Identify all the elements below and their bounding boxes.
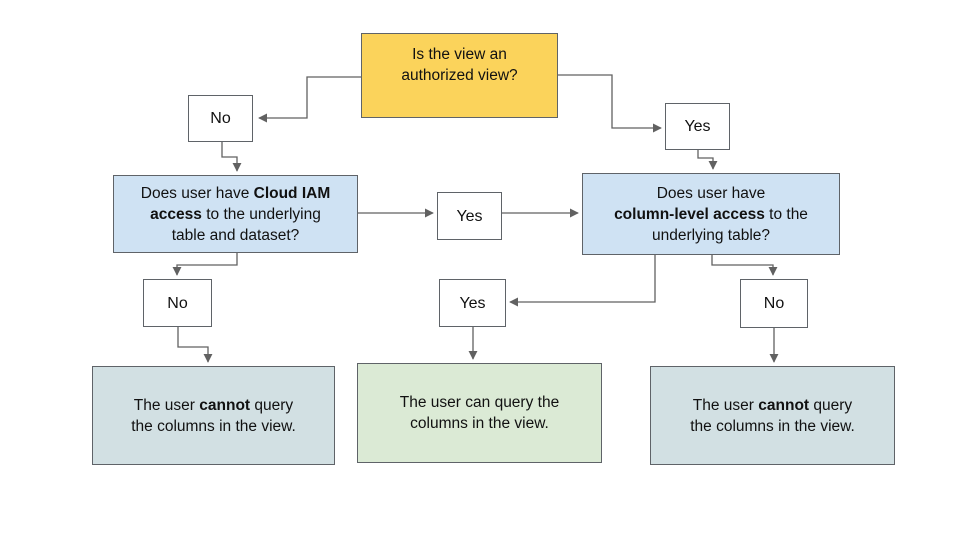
connector-column-question-to-yes-lower bbox=[509, 255, 656, 307]
connector-no-lower-left-to-result-left bbox=[177, 327, 213, 363]
no-top-label: No bbox=[210, 110, 231, 127]
node-no-lower-left: No bbox=[143, 279, 212, 327]
connector-root-to-yes-top bbox=[558, 74, 662, 133]
yes-top-label: Yes bbox=[684, 118, 711, 135]
connector-iam-question-to-no-lower-left bbox=[172, 253, 238, 276]
connector-yes-top-to-column-question bbox=[697, 150, 718, 170]
yes-mid-label: Yes bbox=[456, 207, 483, 225]
no-lower-left-label: No bbox=[167, 294, 188, 312]
no-lower-right-label: No bbox=[763, 295, 785, 312]
yes-lower-label: Yes bbox=[459, 294, 486, 312]
connector-column-question-to-no-lower-right bbox=[711, 255, 778, 276]
node-no-lower-right: No bbox=[740, 279, 808, 328]
node-yes-lower: Yes bbox=[439, 279, 506, 327]
node-yes-mid: Yes bbox=[437, 192, 502, 240]
connector-root-to-no-top bbox=[258, 76, 361, 123]
node-no-top: No bbox=[188, 95, 253, 142]
connector-no-top-to-iam-question bbox=[221, 142, 242, 172]
node-yes-top: Yes bbox=[665, 103, 730, 150]
